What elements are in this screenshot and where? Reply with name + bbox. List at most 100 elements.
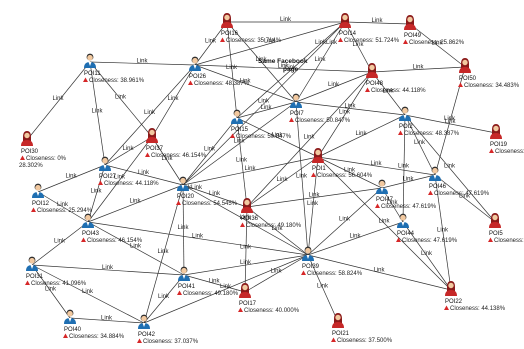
closeness-value: Closeness: 25.862% (409, 40, 465, 46)
closeness-value: Closeness: 49.180% (183, 291, 239, 297)
closeness-triangle-icon (289, 117, 294, 122)
edge-labels-layer: LinkLinkLinkLinkLinkLinkLinkLinkLinkLink… (45, 17, 471, 322)
edge-label: Link (309, 193, 321, 199)
edge-POI11-POI27 (89, 61, 106, 166)
edge-label: Link (339, 110, 351, 116)
closeness-value: Closeness: 54.545% (182, 201, 238, 207)
edge-label: Link (158, 294, 170, 300)
closeness-triangle-icon (311, 172, 316, 177)
edge-POI20-POI36 (182, 184, 248, 208)
edge-POI31-POI41 (31, 264, 185, 276)
female-person-icon (221, 13, 233, 28)
edge-label: Link (102, 265, 114, 271)
closeness-value: Closeness: 40.000% (244, 308, 300, 314)
edge-POI37-POI43 (87, 136, 153, 223)
edge-POI48-POI1 (317, 71, 373, 158)
edge-POI15-POI1 (236, 117, 319, 158)
edge-POI16-POI7 (226, 21, 297, 103)
closeness-value: Closeness: 46.154% (87, 238, 143, 244)
edge-label: Link (92, 109, 104, 115)
node-name: POI11 (84, 71, 101, 77)
edge-POI43-POI41 (87, 221, 185, 276)
edge-label: Link (137, 59, 149, 65)
closeness-triangle-icon (488, 237, 493, 242)
node-name: POI7 (290, 111, 304, 117)
edge-POI36-POI39 (246, 206, 309, 256)
annotation: Same Facebook page (258, 58, 308, 73)
node-name: POI37 (146, 146, 164, 152)
edge-label: Link (245, 166, 257, 172)
closeness-value: Closeness: 44.138% (450, 306, 506, 312)
edge-POI15-POI20 (182, 117, 238, 186)
edge-label: Link (371, 161, 383, 167)
closeness-value: Closeness: 0% (26, 156, 67, 162)
node-name: POI12 (32, 201, 50, 207)
node-name: POI30 (21, 149, 39, 155)
closeness-value: Closeness: 44.118% (371, 88, 426, 94)
edge-label: Link (437, 228, 449, 234)
edge-POI27-POI43 (87, 164, 106, 223)
edge-label: Link (264, 39, 276, 45)
edge-label: Link (353, 42, 365, 48)
edge-POI43-POI20 (87, 184, 184, 223)
edge-label: Link (240, 79, 252, 85)
edge-label: Link (236, 158, 248, 164)
edge-POI39-POI17 (244, 254, 309, 293)
edge-POI43-POI39 (87, 221, 309, 256)
edge-POI2-POI1 (317, 114, 406, 158)
node-name: POI15 (231, 127, 249, 133)
edge-label: Link (372, 18, 384, 24)
edge-label: Link (272, 133, 284, 139)
edge-label: Link (413, 65, 425, 71)
female-person-icon (490, 124, 502, 139)
male-person-icon (399, 106, 411, 121)
closeness-value: Closeness: 39.474% (494, 238, 524, 244)
edge-POI2-POI19 (404, 114, 497, 134)
closeness-triangle-icon (489, 148, 494, 153)
node-name: POI26 (189, 74, 207, 80)
edge-POI11-POI30 (26, 61, 91, 141)
closeness-value: Closeness: 51.724% (344, 38, 400, 44)
closeness-triangle-icon (20, 155, 25, 160)
edge-POI48-POI2 (371, 71, 406, 116)
edge-label: Link (115, 95, 127, 101)
edge-label: Link (328, 82, 340, 88)
edge-label: Link (345, 104, 357, 110)
edge-label: Link (226, 65, 238, 71)
closeness-triangle-icon (145, 152, 150, 157)
edge-POI31-POI40 (31, 264, 71, 319)
edge-POI7-POI15 (236, 101, 297, 119)
female-person-icon (445, 281, 457, 296)
